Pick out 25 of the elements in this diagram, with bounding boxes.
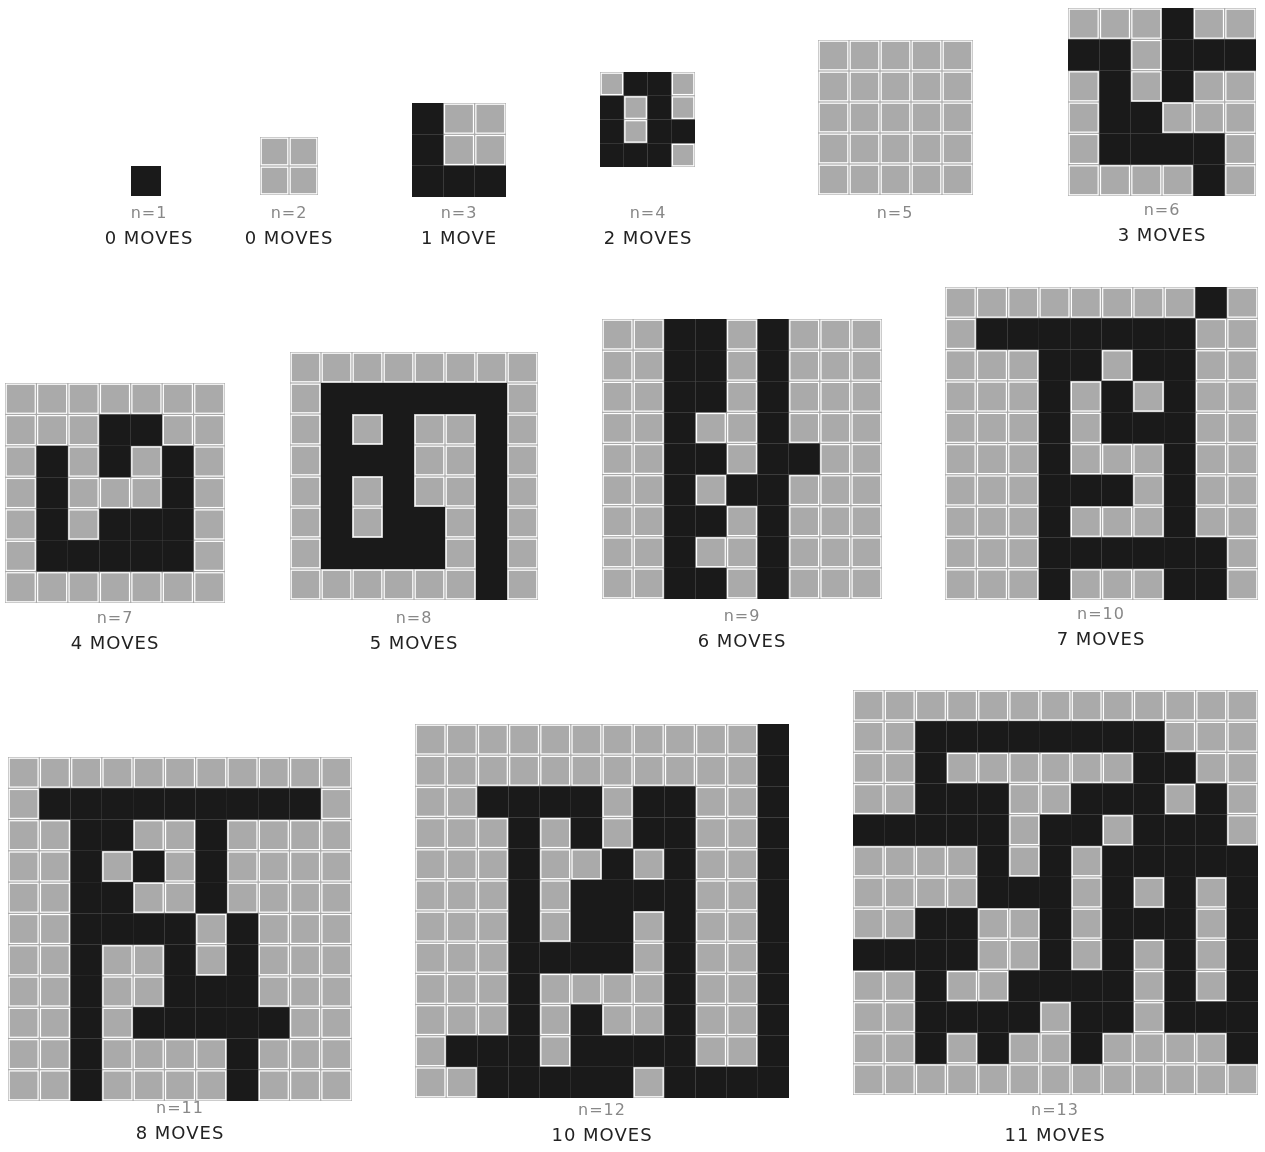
move-count-label: 6 MOVES bbox=[697, 630, 787, 651]
grid-size-label: n=2 bbox=[270, 203, 308, 222]
move-count-label: 8 MOVES bbox=[135, 1122, 225, 1143]
grid-size-label: n=10 bbox=[1077, 604, 1125, 623]
grid-size-label: n=11 bbox=[156, 1098, 204, 1117]
grid-size-label: n=9 bbox=[723, 606, 761, 625]
move-count-label: 2 MOVES bbox=[603, 227, 693, 248]
grid-size-label: n=6 bbox=[1143, 200, 1181, 219]
grid-size-label: n=7 bbox=[96, 608, 134, 627]
grid-size-label: n=8 bbox=[395, 608, 433, 627]
grid-size-label: n=3 bbox=[440, 203, 478, 222]
grid-size-label: n=12 bbox=[578, 1100, 626, 1119]
grid-size-label: n=1 bbox=[130, 203, 168, 222]
move-count-label: 0 MOVES bbox=[244, 227, 334, 248]
move-count-label: 7 MOVES bbox=[1056, 628, 1146, 649]
move-count-label: 11 MOVES bbox=[1004, 1124, 1106, 1145]
move-count-label: 10 MOVES bbox=[551, 1124, 653, 1145]
move-count-label: 4 MOVES bbox=[70, 632, 160, 653]
grid-size-label: n=5 bbox=[876, 203, 914, 222]
grid-size-label: n=13 bbox=[1031, 1100, 1079, 1119]
move-count-label: 5 MOVES bbox=[369, 632, 459, 653]
grid-size-label: n=4 bbox=[629, 203, 667, 222]
move-count-label: 0 MOVES bbox=[104, 227, 194, 248]
move-count-label: 1 MOVE bbox=[420, 227, 498, 248]
move-count-label: 3 MOVES bbox=[1117, 224, 1207, 245]
